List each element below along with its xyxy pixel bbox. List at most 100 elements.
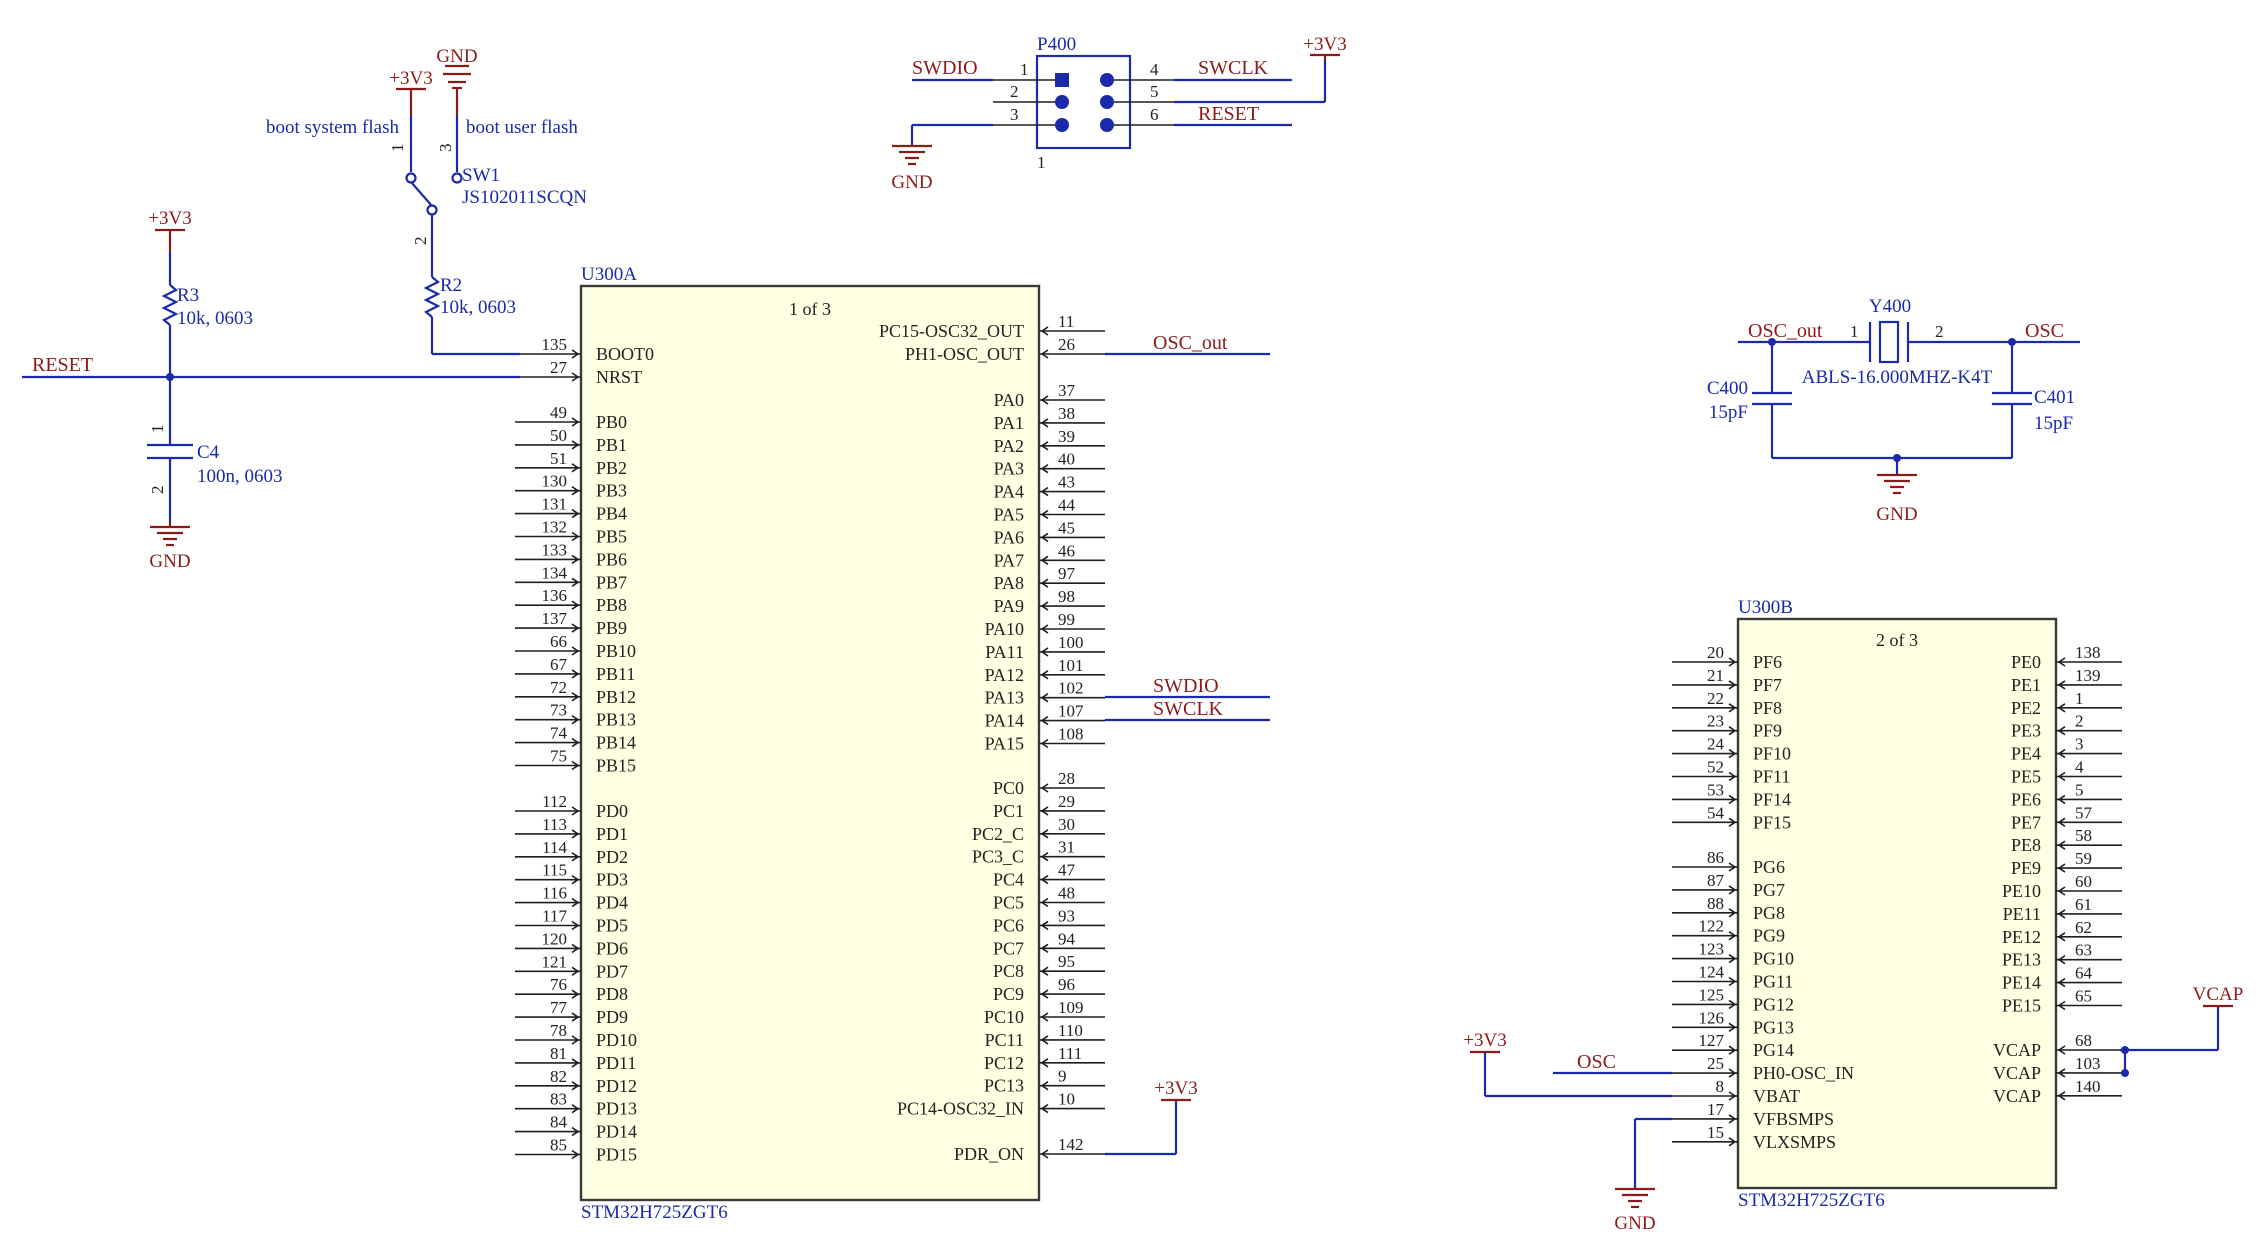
sw1-lever[interactable] [410,181,433,207]
r2-resistor[interactable] [423,276,441,318]
sw1-contact-3[interactable] [451,172,463,184]
p400-header[interactable]: P400 1 1 2 3 4 5 6 [993,34,1174,172]
r3-resistor[interactable] [161,284,179,326]
sw1-contact-1[interactable] [405,172,417,184]
